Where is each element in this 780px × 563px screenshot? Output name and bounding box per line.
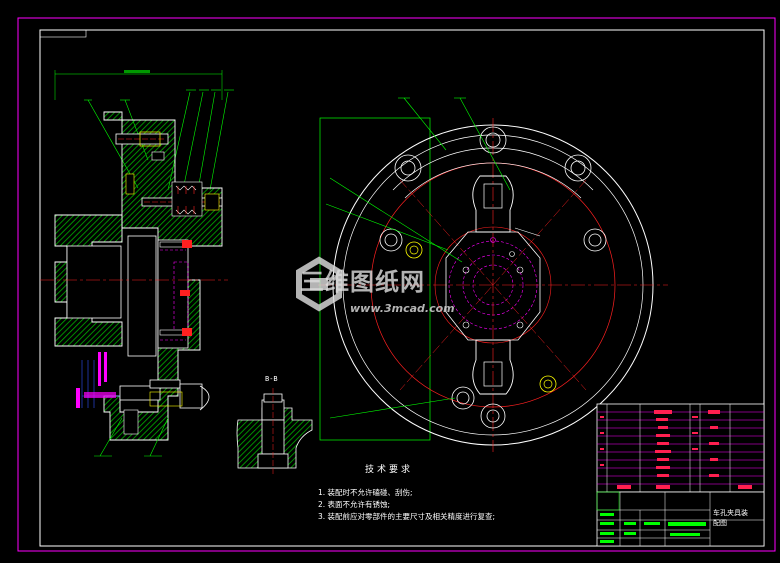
watermark-logo-icon (296, 256, 342, 312)
right-plan-view (318, 97, 668, 452)
inner-border (39, 29, 765, 547)
corner-label-box (39, 29, 87, 38)
left-section-view (40, 70, 234, 457)
requirement-item-1: 1. 装配时不允许磕碰、刮伤; (318, 488, 413, 497)
title-block (596, 491, 765, 547)
watermark-url: www.3mcad.com (350, 302, 455, 315)
title-block-name-line1: 车孔夹具装 (713, 509, 748, 517)
technical-requirements-title: 技术要求 (365, 465, 414, 475)
section-b-b-label: B-B (265, 375, 278, 383)
outer-border (17, 17, 776, 552)
section-b-b (236, 388, 313, 474)
watermark-brand: 三维图纸网 (300, 268, 425, 296)
requirement-item-2: 2. 表面不允许有锈蚀; (318, 500, 391, 509)
parts-list-table (596, 403, 765, 493)
title-block-name-line2: 配图 (713, 519, 727, 527)
requirement-item-3: 3. 装配前应对零部件的主要尺寸及相关精度进行复查; (318, 512, 496, 521)
